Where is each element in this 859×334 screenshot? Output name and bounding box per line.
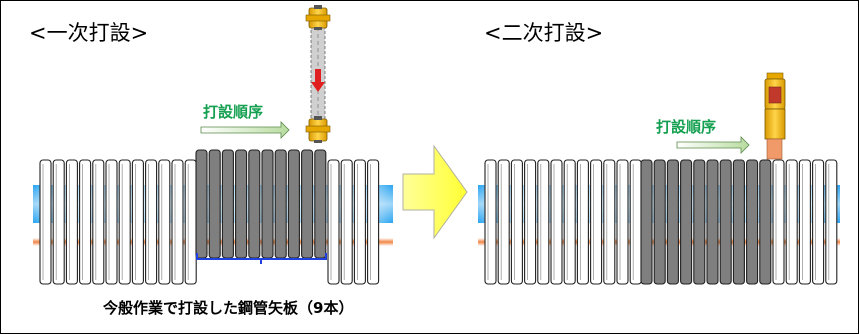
steel-pipe-pile xyxy=(118,159,131,285)
driving-order-label-left: 打設順序 xyxy=(203,103,264,121)
steel-pipe-pile-driven xyxy=(666,159,679,285)
steel-pipe-pile xyxy=(92,159,105,285)
pile-driver-hammer-icon xyxy=(305,5,331,30)
steel-pipe-pile xyxy=(785,159,798,285)
steel-pipe-pile xyxy=(145,159,158,285)
steel-pipe-pile xyxy=(105,159,118,285)
pile-being-driven xyxy=(766,138,783,160)
steel-pipe-pile-driven xyxy=(301,149,314,259)
steel-pipe-pile xyxy=(158,159,171,285)
pile-driver-hammer-icon xyxy=(764,72,786,140)
steel-pipe-pile-driven xyxy=(640,159,653,285)
steel-pipe-pile-driven xyxy=(248,149,261,259)
steel-pipe-pile xyxy=(590,159,603,285)
caption-nine-piles: 今般作業で打設した鋼管矢板（9本） xyxy=(103,299,354,317)
steel-pipe-pile-driven xyxy=(235,149,248,259)
right-arrow-icon xyxy=(402,144,468,240)
steel-pipe-pile-driven xyxy=(314,149,327,259)
steel-pipe-pile-driven xyxy=(719,159,732,285)
steel-pipe-pile-driven xyxy=(653,159,666,285)
steel-pipe-pile xyxy=(563,159,576,285)
steel-pipe-pile-driven xyxy=(693,159,706,285)
steel-pipe-pile xyxy=(327,159,340,285)
panel-title-first-driving: <一次打設> xyxy=(29,21,149,45)
steel-pipe-pile-driven xyxy=(706,159,719,285)
steel-pipe-pile-driven xyxy=(759,159,772,285)
steel-pipe-pile xyxy=(798,159,811,285)
steel-pipe-pile xyxy=(484,159,497,285)
steel-pipe-pile xyxy=(184,159,197,285)
steel-pipe-pile xyxy=(576,159,589,285)
steel-pipe-pile-driven xyxy=(274,149,287,259)
steel-pipe-pile xyxy=(510,159,523,285)
steel-pipe-pile xyxy=(171,159,184,285)
steel-pipe-pile xyxy=(603,159,616,285)
steel-pipe-pile xyxy=(367,159,380,285)
pile-driver-hammer-icon xyxy=(305,116,331,143)
steel-pipe-pile xyxy=(131,159,144,285)
steel-pipe-pile xyxy=(353,159,366,285)
downward-arrow-icon xyxy=(311,69,325,92)
steel-pipe-pile xyxy=(616,159,629,285)
steel-pipe-pile-driven xyxy=(287,149,300,259)
driving-order-label-right: 打設順序 xyxy=(656,118,717,136)
steel-pipe-pile-driven xyxy=(221,149,234,259)
panel-title-second-driving: <二次打設> xyxy=(484,21,604,45)
steel-pipe-pile xyxy=(39,159,52,285)
steel-pipe-pile xyxy=(772,159,785,285)
steel-pipe-pile-driven xyxy=(680,159,693,285)
sequence-arrow-icon xyxy=(676,136,750,154)
pile-row-left xyxy=(39,149,380,285)
steel-pipe-pile xyxy=(629,159,642,285)
pile-row-right xyxy=(484,159,838,285)
steel-pipe-pile xyxy=(537,159,550,285)
steel-pipe-pile xyxy=(825,159,838,285)
steel-pipe-pile xyxy=(812,159,825,285)
steel-pipe-pile-driven xyxy=(195,149,208,259)
steel-pipe-pile xyxy=(524,159,537,285)
steel-pipe-pile xyxy=(79,159,92,285)
steel-pipe-pile-driven xyxy=(746,159,759,285)
steel-pipe-pile xyxy=(340,159,353,285)
steel-pipe-pile xyxy=(65,159,78,285)
sequence-arrow-icon xyxy=(200,121,290,139)
steel-pipe-pile xyxy=(497,159,510,285)
steel-pipe-pile-driven xyxy=(261,149,274,259)
steel-pipe-pile-driven xyxy=(208,149,221,259)
steel-pipe-pile xyxy=(52,159,65,285)
steel-pipe-pile xyxy=(550,159,563,285)
steel-pipe-pile-driven xyxy=(732,159,745,285)
